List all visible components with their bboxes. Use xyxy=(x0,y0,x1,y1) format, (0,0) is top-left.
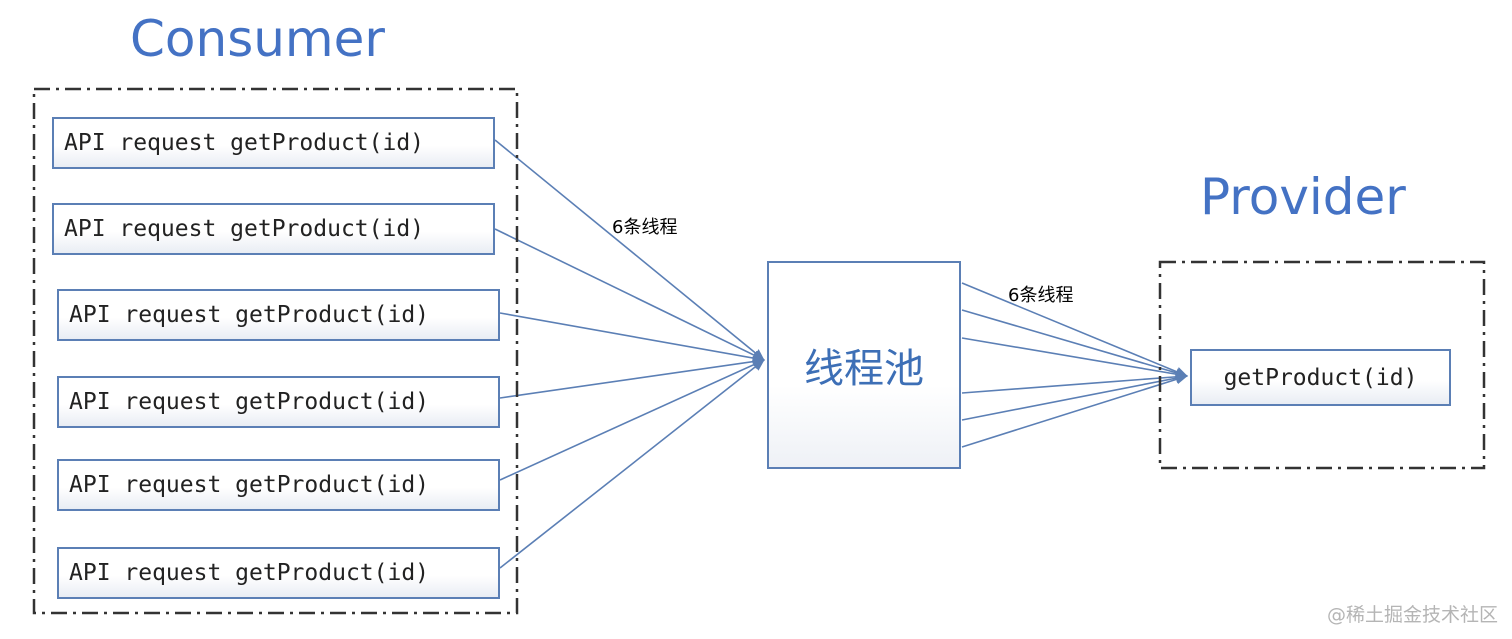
api-request-box: API request getProduct(id) xyxy=(57,459,500,511)
pool-to-provider-arrow xyxy=(961,374,1188,448)
api-request-box: API request getProduct(id) xyxy=(57,547,500,599)
pool-to-provider-arrow xyxy=(961,282,1188,377)
pool-to-provider-arrow xyxy=(961,309,1188,378)
api-request-box: API request getProduct(id) xyxy=(52,117,495,169)
api-request-box: API request getProduct(id) xyxy=(52,203,495,255)
api-request-box: API request getProduct(id) xyxy=(57,289,500,341)
pool-to-provider-arrow xyxy=(961,337,1188,380)
watermark: @稀土掘金技术社区 xyxy=(1326,604,1498,626)
outgoing-threads-label: 6条线程 xyxy=(1008,285,1074,306)
consumer-to-pool-arrow xyxy=(494,139,765,361)
consumer-to-pool-arrow xyxy=(499,359,765,569)
thread-pool-box: 线程池 xyxy=(767,261,961,469)
consumer-to-pool-arrow xyxy=(499,356,765,399)
consumer-to-pool-arrow xyxy=(499,359,765,481)
consumer-to-pool-arrow xyxy=(499,312,765,363)
provider-title: Provider xyxy=(1200,168,1406,226)
provider-method-box: getProduct(id) xyxy=(1190,349,1451,406)
pool-to-provider-arrow xyxy=(961,371,1188,394)
consumer-group-border xyxy=(32,87,519,615)
provider-group-border xyxy=(1158,260,1486,470)
incoming-threads-label: 6条线程 xyxy=(612,217,678,238)
thread-pool-label: 线程池 xyxy=(804,346,924,392)
consumer-title: Consumer xyxy=(130,10,385,68)
pool-to-provider-arrow xyxy=(961,373,1188,421)
consumer-to-pool-arrow xyxy=(494,228,765,361)
api-request-box: API request getProduct(id) xyxy=(57,376,500,428)
